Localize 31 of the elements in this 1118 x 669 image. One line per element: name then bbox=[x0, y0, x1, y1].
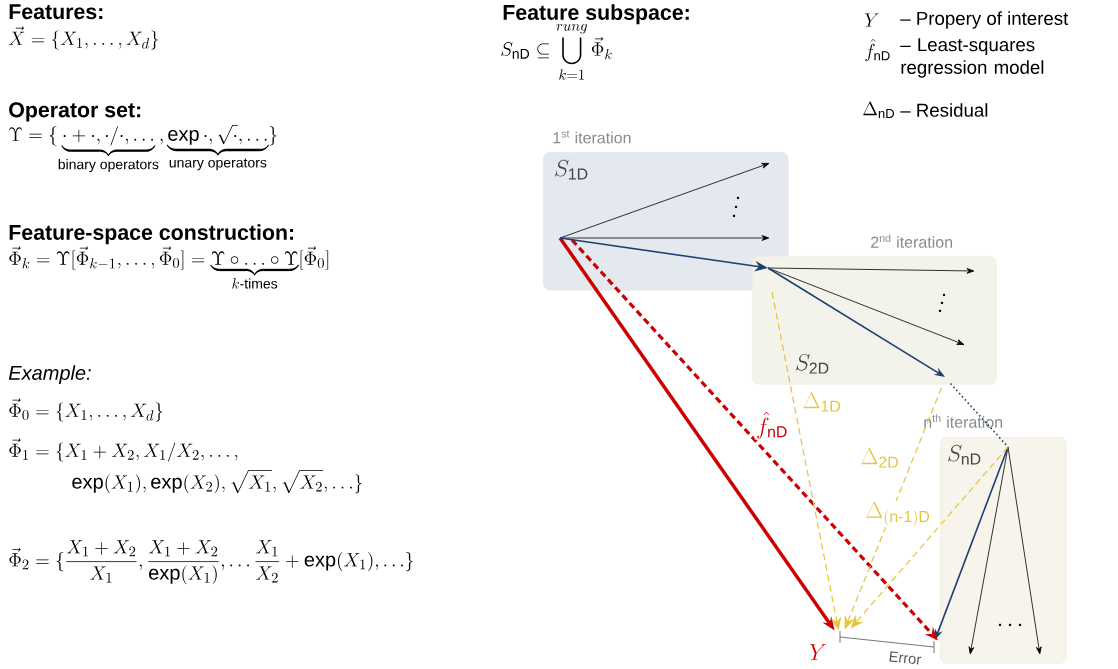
legend-text: – Residual bbox=[900, 103, 988, 117]
iteration-box: $S_{\mathrm{nD}}$ bbox=[940, 437, 1067, 664]
formula: $S_{\mathrm{nD}} \subseteq \bigcup_{k=1}^{rung} \vec{\Phi}_k$ bbox=[501, 24, 612, 80]
formula: $\begin{aligned}&\vec{\Phi}_1 = \{X_1 + X_2, X_1/X_2, \ldots,\\ &\qquad\quad \exp(X_1), \exp(X_2), \sqrt{X_1}, \sqrt{X_2}, \ldots\}\end{aligned}$ bbox=[9, 438, 362, 494]
connector bbox=[949, 382, 1009, 448]
iteration-label: n$^{th}$ iteration bbox=[924, 414, 1003, 428]
dimension-label: Error bbox=[889, 651, 922, 665]
symbol: $\hat{f}_{\mathrm{nD}}$ bbox=[865, 38, 890, 62]
formula: $\vec{X} = \{X_1, \ldots, X_d\}$ bbox=[8, 26, 158, 50]
legend-text: – Least-squares regression model bbox=[900, 38, 1044, 78]
edge-label: $\Delta_{\mathrm{1D}}$ bbox=[801, 391, 843, 413]
symbol: $\Delta_{\mathrm{nD}}$ bbox=[863, 101, 894, 118]
formula: $\vec{\Phi}_0 = \{X_1, \ldots, X_d\}$ bbox=[9, 398, 163, 422]
formula: $\Upsilon = \{\underbrace{\cdot + \cdot, \cdot/\cdot, \ldots}_{\text{binary operators}}, \underbrace{\exp\cdot, \sqrt{\cdot}, \ldots}_{\text{unary operators}}\}$ bbox=[9, 125, 277, 173]
edge-label: $\hat{f}_{\mathrm{nD}}$ bbox=[754, 410, 790, 440]
formula: $\vec{\Phi}_2 = \{\frac{X_1 + X_2}{X_1}, \frac{X_1 + X_2}{\exp(X_1)}, \ldots \frac{X_1}{X_2} + \exp(X_1), \ldots\}$ bbox=[9, 540, 413, 585]
example-heading: Example: bbox=[8, 365, 91, 384]
target-label: $Y$ bbox=[809, 644, 827, 660]
heading: Operator set: bbox=[9, 102, 141, 122]
legend-text: – Propery of interest bbox=[900, 11, 1069, 29]
iteration-label: 1$^{st}$ iteration bbox=[553, 130, 631, 144]
heading: Features: bbox=[9, 4, 103, 20]
iteration-label: 2$^{nd}$ iteration bbox=[871, 234, 953, 248]
heading: Feature subspace: bbox=[503, 4, 689, 25]
edge-label: $\Delta_{\mathrm{2D}}$ bbox=[859, 447, 901, 469]
edge-label: $\Delta_{\mathrm{(n\text{-}1)D}}$ bbox=[864, 500, 932, 528]
heading: Feature-space construction: bbox=[9, 224, 294, 245]
formula: $\vec{\Phi}_k = \Upsilon[\vec{\Phi}_{k-1}, \ldots, \vec{\Phi}_0] = \underbrace{\Upsilon \circ \ldots \circ \Upsilon}_{k\text{-times}}[\vec{\Phi}_0]$ bbox=[9, 246, 329, 289]
iteration-box: $S_{\mathrm{1D}}$ bbox=[543, 152, 789, 291]
symbol: $Y$ bbox=[864, 13, 879, 27]
iteration-box: $S_{\mathrm{2D}}$ bbox=[752, 256, 997, 385]
